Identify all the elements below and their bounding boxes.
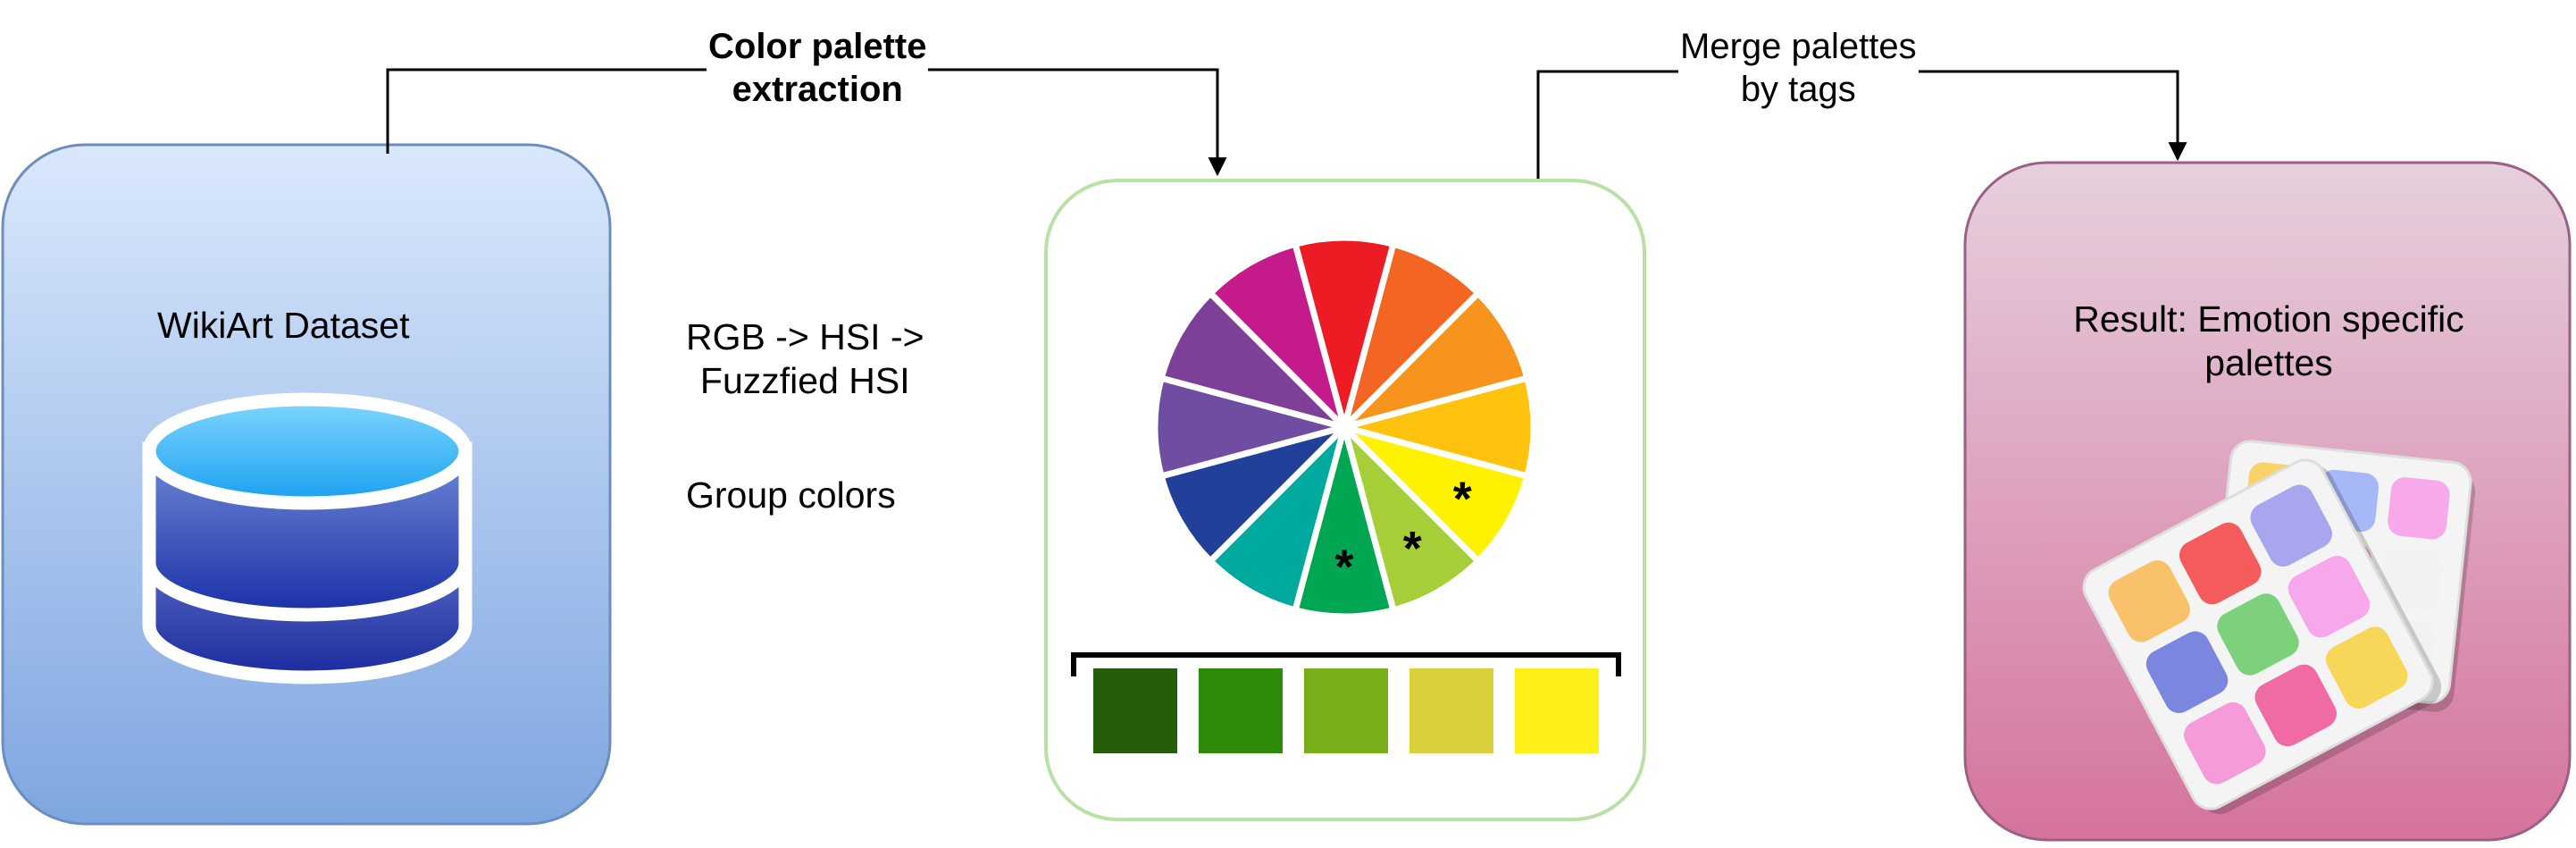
color-wheel-segment (1158, 424, 1348, 565)
color-wheel-segment (1207, 240, 1348, 431)
conversion-note-line2: Fuzzfied HSI (699, 360, 910, 402)
color-wheel-segment (1158, 290, 1348, 431)
palette-swatch-row (1093, 668, 1599, 753)
color-wheel-segment (1341, 240, 1482, 431)
palette-icon-tile (2184, 701, 2266, 785)
color-wheel-segment (1341, 424, 1531, 565)
extraction-label-line2: extraction (732, 70, 903, 109)
palette-swatch (1304, 668, 1388, 753)
result-label: Result: Emotion specific palettes (2037, 298, 2501, 385)
palette-icon-tile (2388, 477, 2450, 540)
palette-icon-tile (2325, 626, 2408, 709)
conversion-note-line1: RGB -> HSI -> (686, 316, 924, 357)
palette-icon-tile (2108, 560, 2191, 642)
palette-icon-tile (2217, 593, 2299, 676)
conversion-note: RGB -> HSI -> Fuzzfied HSI (686, 315, 924, 403)
palette-swatch (1515, 668, 1599, 753)
palette-cards-icon (2082, 440, 2476, 815)
group-colors-note: Group colors (686, 474, 896, 516)
palette-swatch (1409, 668, 1493, 753)
extraction-label: Color palette extraction (707, 25, 929, 111)
color-wheel: * * * (1151, 234, 1537, 620)
extraction-label-line1: Color palette (708, 27, 927, 66)
merge-label-line1: Merge palettes (1680, 27, 1917, 66)
palette-card-front (2082, 458, 2442, 815)
database-icon (142, 392, 473, 684)
merge-label-line2: by tags (1740, 70, 1856, 109)
selected-hue-marker: * (1403, 522, 1422, 575)
palette-swatch (1199, 668, 1283, 753)
merge-label: Merge palettes by tags (1678, 25, 1919, 111)
selected-hue-marker: * (1453, 472, 1472, 525)
color-wheel-segment (1207, 424, 1348, 614)
color-wheel-segment (1292, 234, 1397, 431)
color-wheel-segment (1341, 290, 1531, 431)
palette-icon-tile (2145, 631, 2229, 714)
palette-icon-tile (2379, 548, 2443, 611)
palette-icon-tile (2287, 555, 2371, 638)
palette-swatch (1093, 668, 1177, 753)
color-wheel-segment (1151, 374, 1348, 480)
result-label-line2: palettes (2204, 342, 2333, 384)
selected-hue-marker: * (1334, 541, 1353, 594)
palette-icon-tile (2254, 664, 2338, 747)
palette-bracket (1071, 652, 1621, 676)
palette-icon-tile (2250, 484, 2332, 567)
color-wheel-segment (1292, 424, 1397, 620)
color-wheel-segment (1341, 374, 1537, 480)
dataset-label: WikiArt Dataset (157, 305, 410, 346)
palette-icon-tile (2179, 522, 2262, 605)
color-wheel-segment (1341, 424, 1482, 614)
result-label-line1: Result: Emotion specific (2073, 298, 2464, 340)
